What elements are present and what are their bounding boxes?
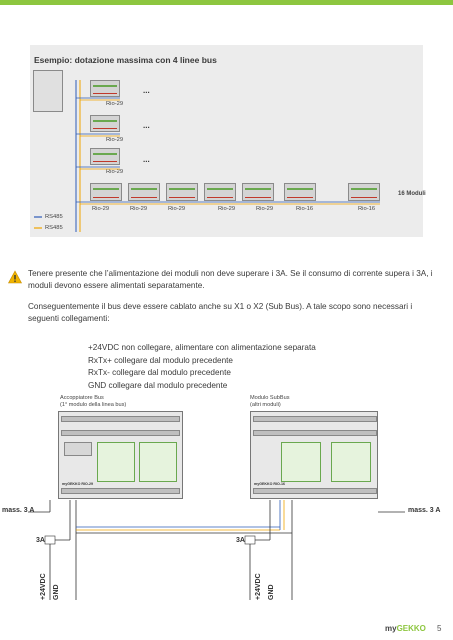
rio-label: Rio-29 bbox=[92, 206, 110, 212]
rio-module bbox=[90, 115, 120, 132]
rio-module bbox=[90, 80, 120, 97]
rio-label: Rio-29 bbox=[168, 206, 186, 212]
master-controller bbox=[33, 70, 63, 112]
example-title: Esempio: dotazione massima con 4 linee b… bbox=[34, 55, 217, 65]
rio29-device: myGEKKO RIO-29 bbox=[58, 411, 183, 499]
warning-triangle-icon bbox=[8, 270, 22, 284]
connection-item: GND collegare dal modulo precedente bbox=[88, 381, 228, 390]
fuse-label-left: 3A bbox=[36, 537, 45, 544]
brand-logo: myGEKKO bbox=[385, 624, 426, 633]
rio-module bbox=[284, 183, 316, 201]
rio-label: Rio-29 bbox=[106, 169, 124, 175]
page-number: 5 bbox=[437, 624, 442, 633]
rio-label: Rio-29 bbox=[106, 101, 124, 107]
rio-module bbox=[128, 183, 160, 201]
mass-label-left: mass. 3 A bbox=[2, 507, 35, 514]
rio-label: Rio-29 bbox=[218, 206, 236, 212]
rio-label: Rio-16 bbox=[296, 206, 314, 212]
rio-label: Rio-29 bbox=[256, 206, 274, 212]
connection-item: RxTx- collegare dal modulo precedente bbox=[88, 368, 231, 377]
mass-label-right: mass. 3 A bbox=[408, 507, 441, 514]
legend-rs485-a: RS485 bbox=[45, 214, 63, 220]
rio-label: Rio-29 bbox=[106, 137, 124, 143]
fuse-label-right: 3A bbox=[236, 537, 245, 544]
rio-module bbox=[204, 183, 236, 201]
rio-module bbox=[90, 148, 120, 165]
connection-item: RxTx+ collegare dal modulo precedente bbox=[88, 356, 233, 365]
continuation-dots: ... bbox=[143, 155, 150, 164]
example-panel bbox=[30, 45, 423, 237]
supply-gnd-right: GND bbox=[268, 584, 275, 600]
supply-24vdc-right: +24VDC bbox=[255, 573, 262, 600]
module-count-label: 16 Moduli bbox=[398, 191, 426, 197]
rio-module bbox=[242, 183, 274, 201]
connection-item: +24VDC non collegare, alimentare con ali… bbox=[88, 343, 316, 352]
left-device-title: Accoppiatore Bus (1° modulo della linea … bbox=[60, 395, 127, 408]
rio-label: Rio-16 bbox=[358, 206, 376, 212]
rio-module bbox=[90, 183, 122, 201]
rio-module bbox=[348, 183, 380, 201]
supply-24vdc-left: +24VDC bbox=[40, 573, 47, 600]
rs485-wiring bbox=[34, 80, 380, 232]
consequence-text: Conseguentemente il bus deve essere cabl… bbox=[28, 302, 413, 323]
continuation-dots: ... bbox=[143, 86, 150, 95]
rio-module bbox=[166, 183, 198, 201]
rio-label: Rio-29 bbox=[130, 206, 148, 212]
continuation-dots: ... bbox=[143, 121, 150, 130]
warning-text: Tenere presente che l’alimentazione dei … bbox=[28, 269, 433, 290]
right-device-title: Modulo SubBus (altri moduli) bbox=[250, 395, 290, 408]
supply-gnd-left: GND bbox=[53, 584, 60, 600]
legend-rs485-b: RS485 bbox=[45, 225, 63, 231]
top-accent-bar bbox=[0, 0, 453, 5]
rio16-device: myGEKKO RIO-16 bbox=[250, 411, 378, 499]
